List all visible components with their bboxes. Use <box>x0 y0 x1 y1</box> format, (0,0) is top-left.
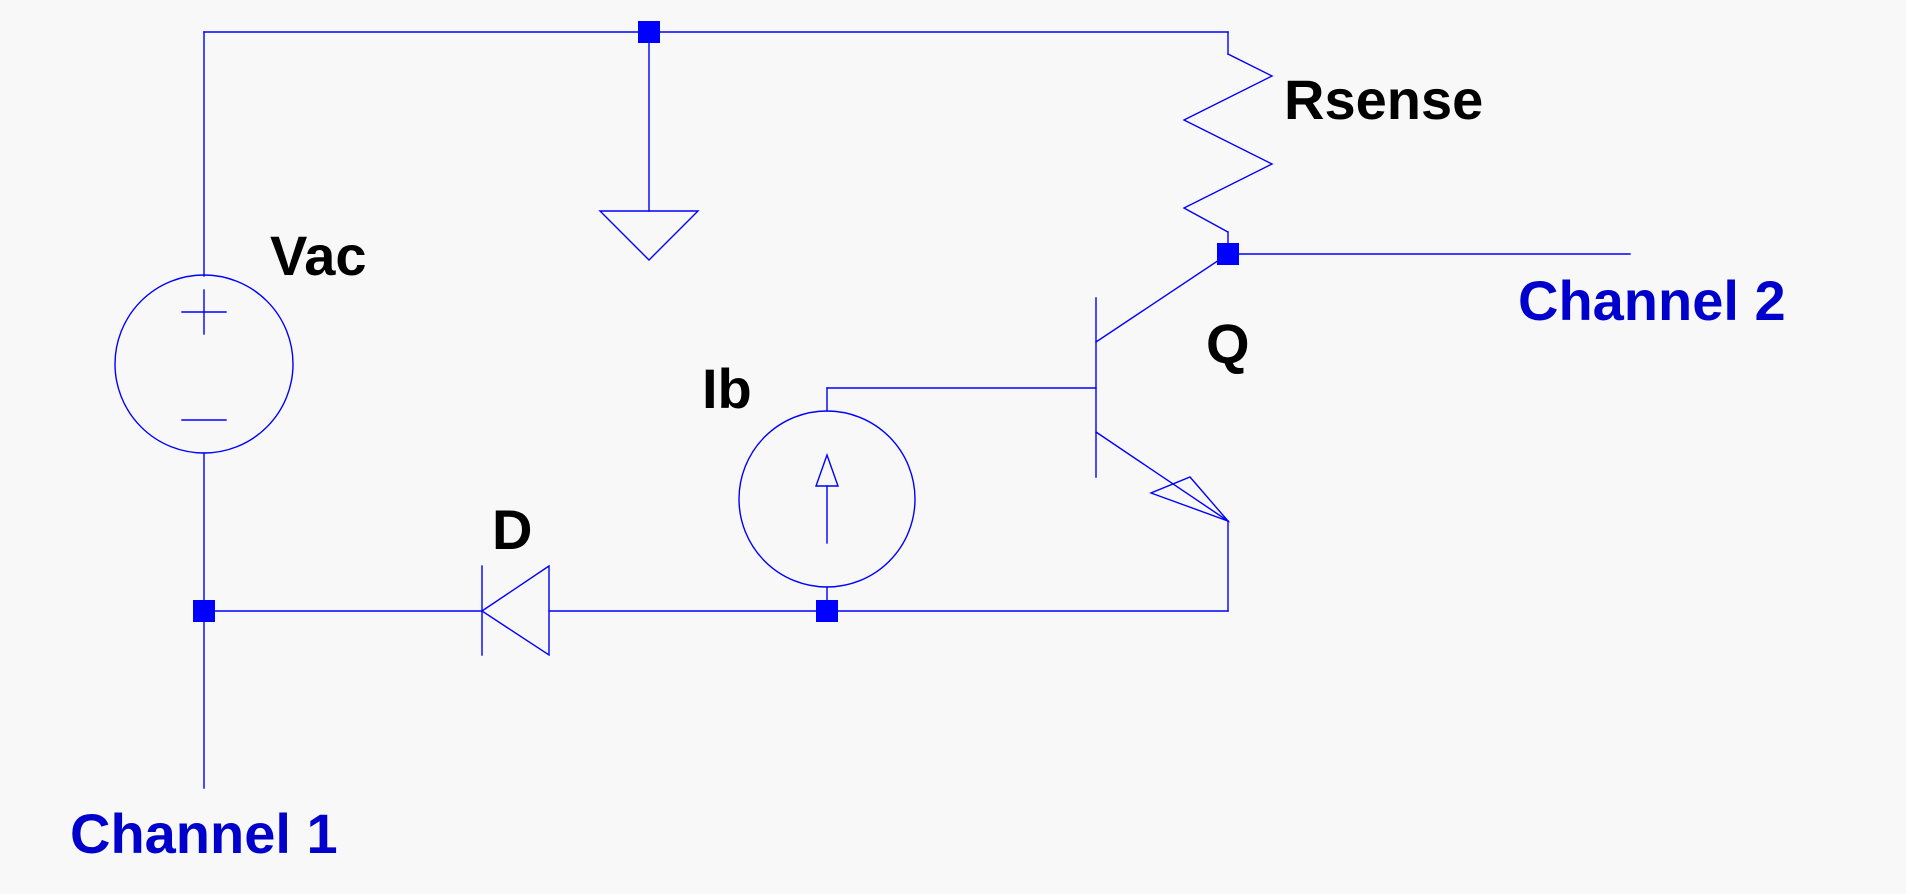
label-q: Q <box>1206 312 1250 375</box>
net-label-channel-2: Channel 2 <box>1518 269 1786 332</box>
resistor-rsense <box>1182 53 1274 233</box>
transistor-emitter-arrow <box>1149 476 1231 523</box>
diode-triangle <box>480 564 550 657</box>
current-source-ib <box>738 410 916 588</box>
label-ib: Ib <box>702 357 752 420</box>
label-d: D <box>492 498 532 561</box>
node-channel1 <box>193 600 215 622</box>
transistor-emitter <box>1095 431 1229 522</box>
transistor-q <box>1095 253 1231 523</box>
voltage-source-vac <box>114 274 294 454</box>
node-collector <box>1217 243 1239 265</box>
transistor-collector <box>1095 253 1229 343</box>
node-ib-bottom <box>816 600 838 622</box>
ground-symbol <box>598 210 700 261</box>
wires <box>203 31 1631 789</box>
current-arrow-head <box>815 452 839 487</box>
node-top <box>638 21 660 43</box>
junction-nodes <box>193 21 1239 622</box>
label-vac: Vac <box>270 224 367 287</box>
label-rsense: Rsense <box>1284 68 1483 131</box>
diode-d <box>480 564 550 657</box>
net-label-channel-1: Channel 1 <box>70 802 338 865</box>
